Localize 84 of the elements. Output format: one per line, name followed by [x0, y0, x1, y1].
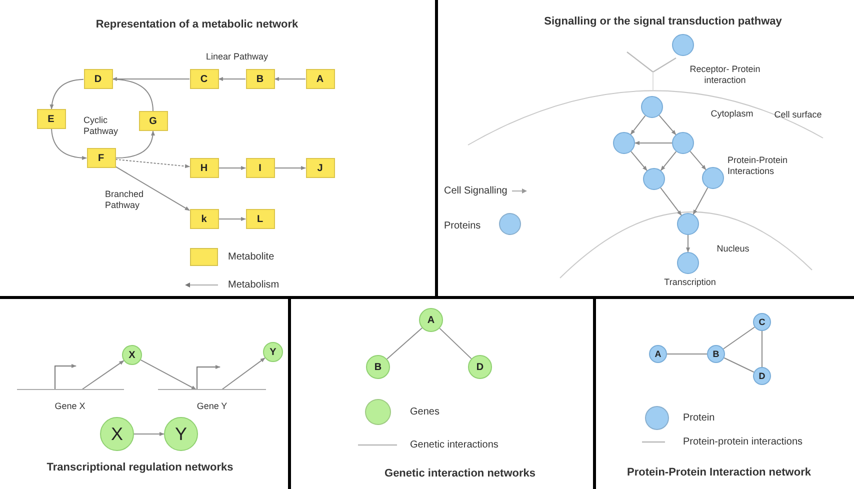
arrow	[218, 166, 246, 170]
legend-label: Metabolism	[228, 280, 280, 290]
protein-circle	[643, 168, 665, 190]
legend-label: Metabolite	[228, 252, 274, 262]
connector-line	[386, 327, 423, 360]
metabolite-box: L	[246, 209, 274, 229]
arrow	[218, 77, 246, 81]
arrow	[50, 78, 84, 110]
arrow	[690, 150, 706, 170]
arrow	[140, 359, 196, 390]
legend-label: Genetic interactions	[410, 440, 498, 450]
gene-circle: A	[419, 308, 443, 332]
arrow	[660, 187, 682, 216]
panel-title: Representation of a metabolic network	[96, 18, 298, 32]
arrow	[115, 158, 190, 168]
gene-circle: Y	[164, 417, 198, 451]
metabolite-box: B	[246, 69, 274, 89]
gene-circle: D	[468, 355, 492, 379]
arrow	[115, 166, 190, 211]
panel-title: Transcriptional regulation networks	[46, 461, 234, 475]
legend-label: Proteins	[444, 220, 481, 232]
metabolite-box: D	[84, 69, 112, 89]
text-label: Branched Pathway	[105, 189, 145, 211]
arrow	[660, 151, 677, 171]
arrow	[115, 130, 155, 158]
legend-label: Cell Signalling	[444, 186, 508, 196]
protein-circle	[702, 167, 724, 189]
gene-circle: Y	[263, 342, 283, 362]
gene-track: Gene Y	[158, 389, 266, 411]
protein-circle	[672, 34, 694, 56]
connector-line	[724, 357, 754, 373]
gene-circle: X	[122, 345, 142, 365]
protein-circle: C	[753, 313, 771, 331]
metabolite-box: A	[306, 69, 334, 89]
arrow	[134, 432, 164, 436]
panel-title: Protein-Protein Interaction network	[627, 466, 811, 480]
metabolite-box: G	[138, 111, 168, 131]
metabolite-box: F	[86, 148, 116, 168]
panel-title: Genetic interaction networks	[384, 467, 536, 481]
metabolite-box: J	[306, 158, 334, 178]
legend-label: Genes	[410, 406, 440, 418]
panel-title: Signalling or the signal transduction pathway	[544, 15, 782, 29]
arrow	[686, 234, 690, 252]
protein-circle	[677, 252, 699, 274]
protein-circle	[677, 213, 699, 235]
protein-circle	[672, 132, 694, 154]
arrow	[218, 217, 246, 221]
arrow	[222, 357, 266, 390]
metabolite-box: k	[190, 209, 218, 229]
connector-line	[722, 326, 756, 350]
metabolite-box: C	[190, 69, 218, 89]
arrow	[630, 115, 646, 135]
gene-circle: X	[100, 417, 134, 451]
text-label: Linear Pathway	[206, 52, 268, 62]
protein-circle	[613, 132, 635, 154]
connector-line	[439, 328, 472, 360]
text-label: Protein-Protein Interactions	[728, 155, 789, 177]
text-label: Transcription	[664, 277, 716, 287]
arrow	[692, 187, 708, 215]
arrow	[51, 128, 87, 160]
metabolite-box: E	[36, 109, 66, 129]
arrow	[274, 166, 306, 170]
protein-circle: B	[707, 345, 725, 363]
arrow	[630, 150, 648, 172]
metabolite-box: I	[246, 158, 274, 178]
gene-track: Gene X	[16, 389, 124, 411]
protein-circle	[641, 96, 663, 118]
protein-circle: D	[753, 367, 771, 385]
arrow	[634, 141, 672, 145]
gene-circle: B	[366, 355, 390, 379]
arrow	[658, 114, 676, 136]
text-label: Cytoplasm	[710, 108, 754, 120]
text-label: Cell surface	[774, 110, 822, 120]
text-label: Nucleus	[716, 244, 750, 254]
arrow	[112, 77, 190, 81]
arrow	[274, 77, 306, 81]
arrow	[82, 360, 124, 390]
legend-label: Protein-protein interactions	[683, 436, 803, 448]
text-label: Cyclic Pathway	[84, 115, 120, 137]
text-label: Receptor- Protein interaction	[688, 64, 762, 86]
connector-line	[112, 78, 154, 112]
protein-circle: A	[649, 345, 667, 363]
metabolite-box: H	[190, 158, 218, 178]
legend-label: Protein	[683, 412, 715, 424]
